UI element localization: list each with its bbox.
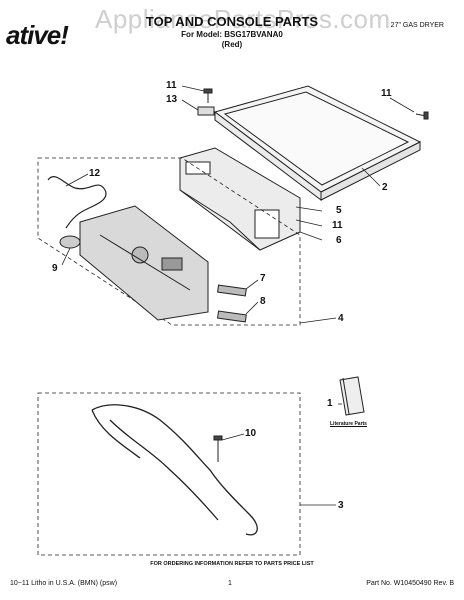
callout-12: 12 bbox=[89, 168, 101, 179]
callout-2: 2 bbox=[382, 182, 388, 193]
ordering-note: FOR ORDERING INFORMATION REFER TO PARTS … bbox=[150, 561, 314, 567]
model-line: For Model: BSG17BVANA0 bbox=[181, 30, 283, 39]
product-label: 27" GAS DRYER bbox=[390, 22, 444, 29]
screw-top-left bbox=[203, 88, 213, 103]
main-wire-harness bbox=[91, 404, 258, 536]
part-number: Part No. W10450490 Rev. B bbox=[366, 580, 454, 587]
color-line: (Red) bbox=[221, 40, 243, 49]
console-knob bbox=[59, 235, 81, 249]
footer-litho: 10−11 Litho in U.S.A. (BMN) (psw) bbox=[10, 580, 118, 587]
callout-6: 6 bbox=[336, 235, 342, 246]
top-panel bbox=[213, 85, 422, 202]
callout-11-mid: 11 bbox=[332, 220, 343, 231]
literature-label: Literature Parts bbox=[330, 421, 367, 427]
callout-8: 8 bbox=[260, 296, 266, 307]
screw-top-right bbox=[415, 111, 429, 120]
console-panel bbox=[79, 205, 209, 321]
watermark: AppliancePartsPros.com bbox=[95, 4, 391, 34]
callout-5: 5 bbox=[336, 205, 342, 216]
callout-13: 13 bbox=[166, 94, 178, 105]
screw-10 bbox=[213, 435, 223, 462]
literature-booklet bbox=[339, 376, 365, 416]
key-strip-8 bbox=[217, 310, 247, 323]
callout-9: 9 bbox=[52, 263, 58, 274]
console-harness bbox=[47, 176, 107, 229]
hinge-bracket bbox=[197, 106, 215, 116]
page-number: 1 bbox=[228, 580, 232, 587]
callout-7: 7 bbox=[260, 273, 266, 284]
page-title: TOP AND CONSOLE PARTS bbox=[145, 14, 319, 29]
harness-assembly-boundary bbox=[37, 392, 301, 556]
key-strip-7 bbox=[217, 284, 247, 297]
callout-11-top-left: 11 bbox=[166, 80, 177, 91]
callout-4: 4 bbox=[338, 313, 344, 324]
callout-3: 3 bbox=[338, 500, 344, 511]
callout-1: 1 bbox=[327, 398, 333, 409]
brand-logo: ative! bbox=[6, 20, 69, 50]
console-assembly-boundary bbox=[37, 157, 301, 326]
callout-10: 10 bbox=[245, 428, 257, 439]
callout-11-top-right: 11 bbox=[381, 88, 392, 99]
